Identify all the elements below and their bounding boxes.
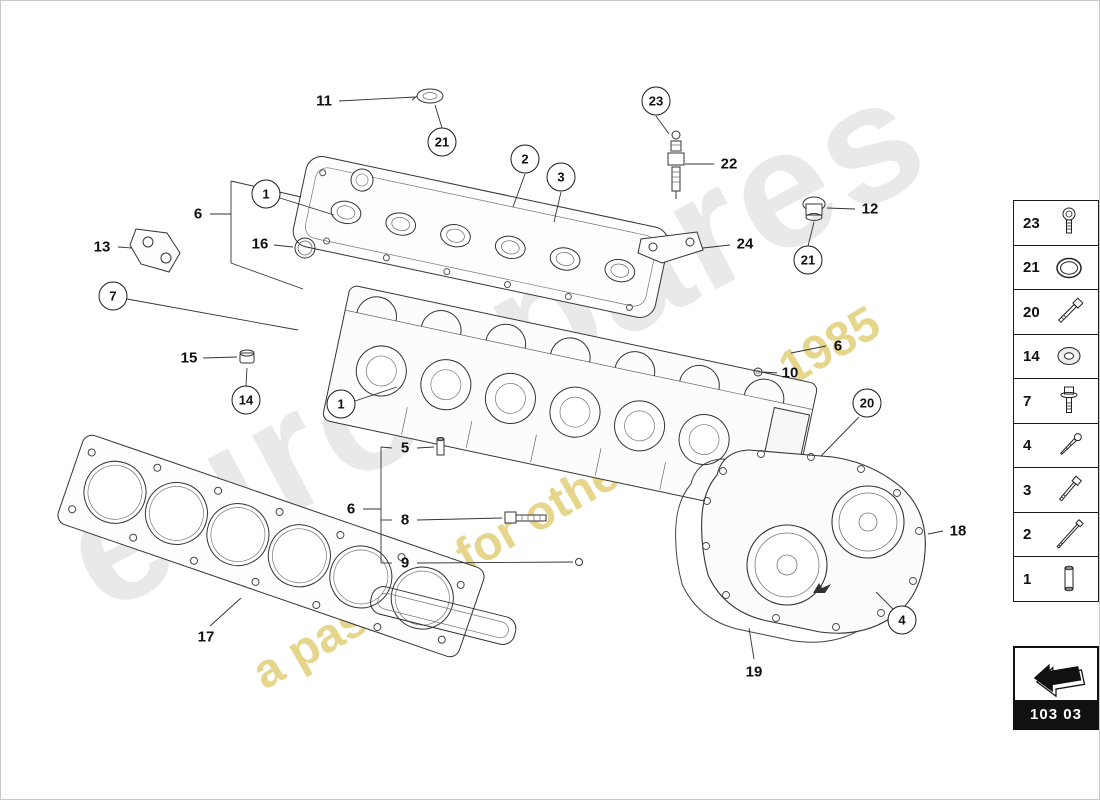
callout-10[interactable]: 10: [781, 364, 799, 382]
part-number: 4: [1023, 437, 1032, 454]
part-number: 2: [1023, 526, 1032, 543]
part-number: 7: [1023, 392, 1032, 410]
callout-1-mid[interactable]: 1: [326, 389, 356, 419]
callout-5[interactable]: 5: [400, 439, 410, 457]
part-number: 23: [1023, 214, 1040, 232]
part-number: 1: [1023, 570, 1032, 588]
hex-bolt-icon: [1058, 475, 1083, 502]
callout-11[interactable]: 11: [316, 92, 332, 110]
leader-lines: [117, 96, 944, 660]
back-arrow-icon: [1033, 663, 1086, 697]
sidebar-part-14[interactable]: 14: [1013, 333, 1099, 380]
callout-19[interactable]: 19: [745, 663, 763, 681]
cam-cover-drawing: [292, 155, 669, 318]
long-bolt-icon: [1056, 518, 1084, 549]
page-code: 103 03: [1015, 700, 1097, 728]
callout-2[interactable]: 2: [510, 144, 540, 174]
sidebar-part-4[interactable]: 4: [1013, 422, 1099, 469]
callout-13[interactable]: 13: [93, 238, 111, 256]
callout-3[interactable]: 3: [546, 162, 576, 192]
o-ring-icon: [1056, 257, 1082, 278]
callout-18[interactable]: 18: [949, 522, 967, 540]
callout-22[interactable]: 22: [720, 155, 738, 173]
callout-24[interactable]: 24: [736, 235, 754, 253]
sidebar-part-21[interactable]: 21: [1013, 244, 1099, 291]
pan-head-screw-icon: [1062, 207, 1076, 234]
washer-icon: [1057, 346, 1081, 365]
callout-1-left[interactable]: 1: [251, 179, 281, 209]
callout-9[interactable]: 9: [400, 554, 410, 572]
callout-7[interactable]: 7: [98, 281, 128, 311]
sidebar-part-3[interactable]: 3: [1013, 467, 1099, 513]
callout-23[interactable]: 23: [641, 86, 671, 116]
small-parts-drawing: [129, 88, 826, 566]
timing-cover-drawing: [701, 449, 926, 634]
sidebar-part-7[interactable]: 7: [1013, 378, 1099, 424]
head-gasket-drawing: [57, 434, 485, 658]
callout-16[interactable]: 16: [251, 235, 269, 253]
part-number: 14: [1023, 348, 1040, 365]
callout-12[interactable]: 12: [861, 200, 879, 218]
screw-icon: [1060, 432, 1082, 455]
part-number: 20: [1023, 303, 1040, 321]
sidebar-part-23[interactable]: 23: [1013, 200, 1099, 246]
parts-sidebar: 23 21 20 14: [1013, 200, 1099, 602]
callout-6-upper-left[interactable]: 6: [193, 205, 203, 223]
callout-14[interactable]: 14: [231, 385, 261, 415]
arrow-area: [1015, 648, 1097, 700]
callout-17[interactable]: 17: [197, 628, 215, 646]
callout-6-right[interactable]: 6: [833, 337, 843, 355]
callout-21-top[interactable]: 21: [427, 127, 457, 157]
callout-21-right[interactable]: 21: [793, 245, 823, 275]
socket-bolt-icon: [1057, 297, 1084, 324]
sidebar-part-2[interactable]: 2: [1013, 511, 1099, 558]
stud-icon: [1064, 565, 1074, 592]
sidebar-part-1[interactable]: 1: [1013, 556, 1099, 602]
cover-gasket-drawing: [370, 586, 517, 645]
part-number: 21: [1023, 259, 1040, 276]
part-number: 3: [1023, 481, 1032, 499]
page-code-box[interactable]: 103 03: [1013, 646, 1099, 730]
callout-8[interactable]: 8: [400, 511, 410, 529]
callout-20[interactable]: 20: [852, 388, 882, 418]
callout-15[interactable]: 15: [180, 349, 198, 367]
flange-bolt-icon: [1060, 386, 1078, 413]
callout-4[interactable]: 4: [887, 605, 917, 635]
callout-6-mid[interactable]: 6: [346, 500, 356, 518]
sidebar-part-20[interactable]: 20: [1013, 289, 1099, 335]
